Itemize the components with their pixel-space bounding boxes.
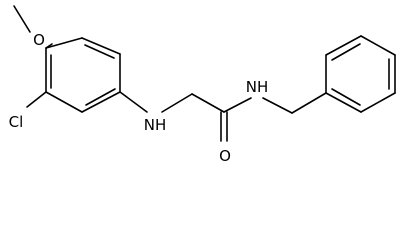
bond-benzyl-ring — [291, 92, 327, 114]
bond-ring-cl — [26, 91, 47, 108]
bond-ch2-carbonyl — [191, 93, 225, 113]
atom-label-carbonyl-oxygen: O — [219, 147, 231, 165]
bond-nh-ch2 — [161, 93, 193, 113]
bond-nh-benzyl — [262, 97, 293, 114]
structure-diagram: O Cl NH O NH — [9, 5, 396, 165]
bond-ring-nh — [119, 91, 148, 113]
methoxyphenyl-ring — [45, 37, 121, 113]
atom-label-amide-nh: NH — [246, 78, 269, 96]
atom-label-amine-nh: NH — [144, 116, 167, 134]
atom-label-amide-h: H — [257, 78, 268, 96]
benzene-ring — [325, 35, 396, 113]
atom-label-chlorine: Cl — [9, 113, 24, 131]
bond-methyl-o — [13, 5, 31, 33]
atom-label-amine-n: N — [144, 116, 155, 134]
atom-label-amine-h: H — [155, 116, 166, 134]
bond-carbonyl-nh — [223, 97, 252, 113]
atom-label-amide-n: N — [246, 78, 257, 96]
atom-label-methoxy-oxygen: O — [33, 31, 45, 49]
